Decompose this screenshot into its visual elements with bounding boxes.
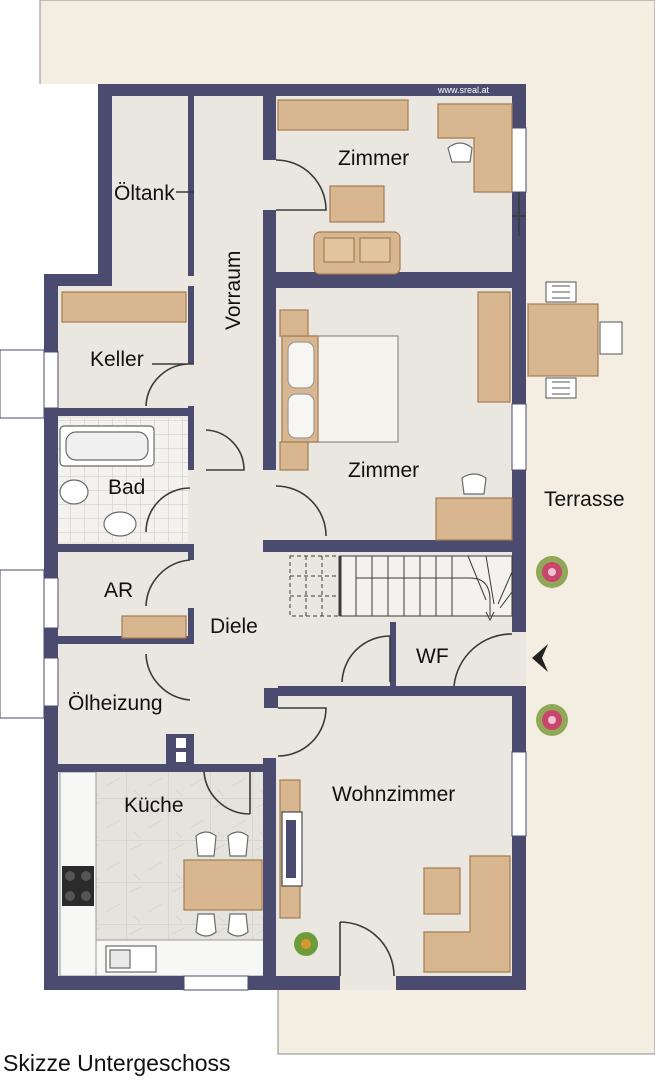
room-label-kueche: Küche (124, 794, 184, 817)
plant-icon (536, 704, 568, 736)
room-label-ar: AR (104, 579, 133, 602)
doors (145, 159, 526, 990)
light-well (0, 349, 45, 419)
dining-chair (195, 831, 217, 857)
room-label-oelheizung: Ölheizung (68, 692, 163, 715)
terrace-bottom (278, 988, 655, 1054)
sink (103, 511, 137, 537)
corner-sofa (423, 855, 511, 973)
terrace-outline (39, 0, 655, 1055)
fuse-box (176, 738, 186, 748)
room-label-bad: Bad (108, 476, 145, 499)
light-well (0, 569, 45, 719)
nightstand (279, 309, 309, 337)
office-chair (447, 142, 473, 163)
room-label-wohnzimmer: Wohnzimmer (332, 783, 455, 806)
room-label-wf: WF (416, 645, 449, 668)
room-label-diele: Diele (210, 615, 258, 638)
terrace-top (40, 0, 655, 84)
wardrobe-bed (477, 291, 511, 403)
dining-chair (227, 831, 249, 857)
terrace-chairs (545, 281, 623, 399)
terrace (39, 0, 655, 1055)
fixtures (59, 142, 487, 973)
ar-shelf (121, 615, 187, 639)
plan-caption: Skizze Untergeschoss (3, 1050, 231, 1076)
room-label-keller: Keller (90, 348, 144, 371)
dining-chair (195, 913, 217, 937)
furniture (61, 99, 599, 973)
room-label-zimmer-top: Zimmer (338, 147, 409, 170)
toilet (59, 479, 89, 505)
dining-table (183, 859, 263, 911)
watermark: www.sreal.at (437, 85, 490, 95)
room-label-oeltank: Öltank (114, 182, 175, 205)
corner-desk (437, 103, 513, 193)
plant-icon (536, 556, 568, 588)
shelf (61, 291, 187, 323)
nightstand (279, 441, 309, 471)
dining-chair (227, 913, 249, 937)
plant-icon (294, 932, 318, 956)
wardrobe (277, 99, 409, 131)
coffee-table (423, 867, 461, 915)
room-label-vorraum: Vorraum (222, 251, 245, 330)
entrance-arrow-icon (532, 644, 548, 672)
cooktop (62, 866, 94, 906)
windows (43, 127, 527, 991)
table (329, 185, 385, 223)
staircase (289, 555, 513, 622)
room-labels: Öltank Vorraum Zimmer Keller Zimmer Terr… (68, 147, 625, 817)
terrace-table (527, 303, 599, 377)
desk-bed (435, 497, 513, 541)
room-label-terrasse: Terrasse (544, 488, 625, 511)
office-chair (461, 473, 487, 495)
room-label-zimmer-bed: Zimmer (348, 459, 419, 482)
fuse-box (176, 752, 186, 762)
